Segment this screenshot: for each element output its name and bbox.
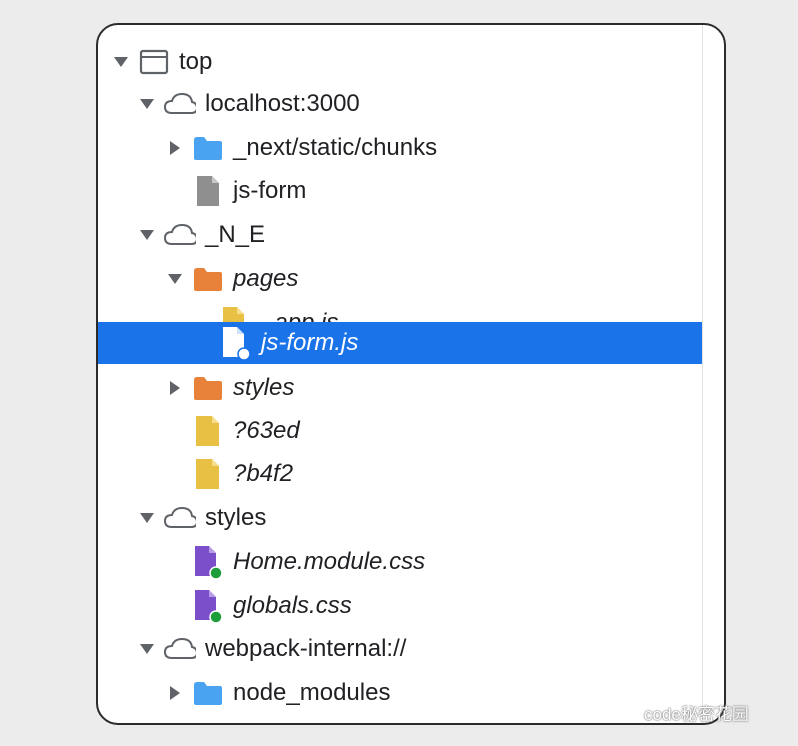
sources-navigator-panel: top localhost:3000 _next/static/chunks j… xyxy=(96,23,726,725)
tree-item-label: pages xyxy=(233,265,299,292)
tree-item-label: styles xyxy=(205,504,267,531)
tree-item-folder[interactable]: styles xyxy=(98,367,702,409)
scrollbar-track[interactable] xyxy=(702,25,703,723)
cloud-icon xyxy=(164,88,196,120)
expand-arrow-icon[interactable] xyxy=(140,642,154,656)
script-file-icon xyxy=(192,458,224,490)
tree-item-file[interactable]: ?63ed xyxy=(98,410,702,452)
expand-arrow-icon[interactable] xyxy=(140,228,154,242)
tree-item-label: ?63ed xyxy=(233,417,300,444)
tree-item-origin[interactable]: localhost:3000 xyxy=(98,83,702,125)
tree-item-label: _N_E xyxy=(205,221,266,248)
tree-item-label: top xyxy=(179,48,213,75)
tree-item-top[interactable]: top xyxy=(98,41,702,83)
tree-item-label: globals.css xyxy=(233,592,352,619)
tree-item-folder[interactable]: _next/static/chunks xyxy=(98,127,702,169)
tree-item-label: node_modules xyxy=(233,679,391,706)
tree-item-label: Home.module.css xyxy=(233,548,426,575)
watermark-text: code秘密花园 xyxy=(644,705,749,724)
tree-item-origin[interactable]: webpack-internal:// xyxy=(98,628,702,670)
stylesheet-file-icon xyxy=(192,590,224,623)
expand-arrow-icon[interactable] xyxy=(168,272,182,286)
folder-icon xyxy=(192,263,224,295)
tree-item-file[interactable]: Home.module.css xyxy=(98,541,702,583)
collapsed-arrow-icon[interactable] xyxy=(168,381,182,395)
expand-arrow-icon[interactable] xyxy=(140,511,154,525)
next-item-peek xyxy=(194,717,224,723)
folder-icon xyxy=(192,132,224,164)
script-file-icon xyxy=(220,327,252,360)
tree-item-label: localhost:3000 xyxy=(205,90,360,117)
tree-item-label: ?b4f2 xyxy=(233,460,294,487)
watermark: code秘密花园 xyxy=(614,700,749,725)
tree-item-label: _next/static/chunks xyxy=(233,134,438,161)
tree-item-file[interactable]: globals.css xyxy=(98,585,702,627)
collapsed-arrow-icon[interactable] xyxy=(168,141,182,155)
tree-item-origin[interactable]: _N_E xyxy=(98,214,702,256)
folder-icon xyxy=(192,372,224,404)
frame-icon xyxy=(138,46,170,78)
cloud-icon xyxy=(164,502,196,534)
tree-item-folder[interactable]: pages xyxy=(98,258,702,300)
collapsed-arrow-icon[interactable] xyxy=(168,686,182,700)
tree-item-file-selected[interactable]: js-form.js xyxy=(98,322,702,364)
tree-item-label: js-form.js xyxy=(261,329,359,356)
wechat-icon xyxy=(614,703,638,723)
cloud-icon xyxy=(164,219,196,251)
script-file-icon xyxy=(192,415,224,447)
expand-arrow-icon[interactable] xyxy=(114,55,128,69)
folder-icon xyxy=(192,677,224,709)
tree-item-label: js-form xyxy=(233,177,307,204)
tree-item-origin[interactable]: styles xyxy=(98,497,702,539)
tree-item-file[interactable]: ?b4f2 xyxy=(98,453,702,495)
tree-item-label: styles xyxy=(233,374,295,401)
tree-item-label: webpack-internal:// xyxy=(205,635,407,662)
stylesheet-file-icon xyxy=(192,546,224,579)
expand-arrow-icon[interactable] xyxy=(140,97,154,111)
tree-item-file[interactable]: js-form xyxy=(98,170,702,212)
tree-item-folder[interactable]: node_modules xyxy=(98,672,702,714)
cloud-icon xyxy=(164,633,196,665)
document-file-icon xyxy=(192,175,224,207)
